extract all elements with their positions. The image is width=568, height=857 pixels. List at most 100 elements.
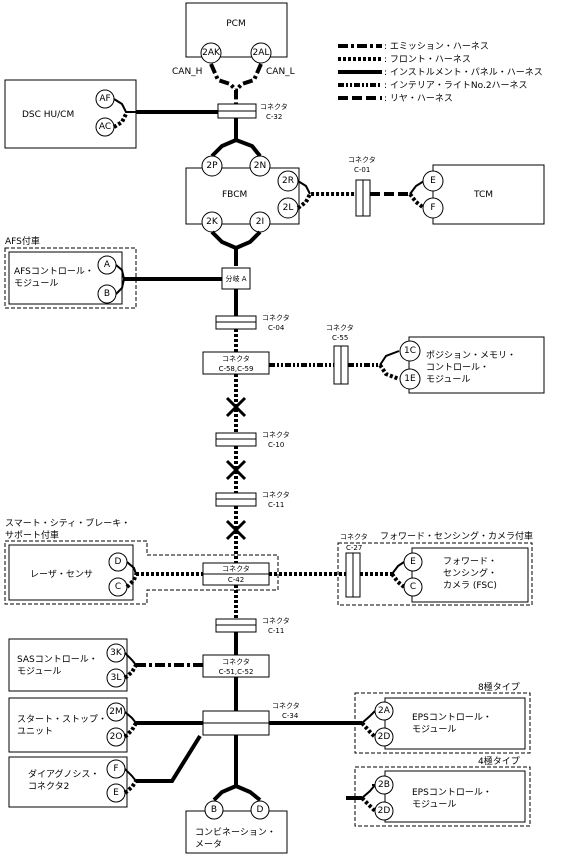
pcm-label: PCM xyxy=(226,19,245,29)
combi-pin-b-label: B xyxy=(211,805,217,815)
pcm-pin-2ak-label: 2AK xyxy=(202,48,221,58)
position-pin-1e xyxy=(399,368,421,390)
tcm-pin-f xyxy=(422,197,444,219)
eps4-box xyxy=(384,770,526,823)
eps8-label-1: EPSコントロール・ xyxy=(412,713,492,723)
twist-marker-3 xyxy=(225,519,247,541)
laser-pin-d-label: D xyxy=(115,557,122,567)
sas-wire-3k xyxy=(124,652,137,666)
sas-pin-3l-label: 3L xyxy=(111,673,122,683)
fbcm-2l-wire xyxy=(296,192,356,210)
dsc-wire-b xyxy=(112,113,128,129)
start-stop-wire-2o xyxy=(123,722,138,739)
pcm-can-l-wire xyxy=(234,63,263,92)
fsc-pin-e-label: E xyxy=(410,557,416,567)
laser-wire-d xyxy=(126,561,137,575)
fbcm-2k-wire xyxy=(210,230,238,266)
laser-pin-c-label: C xyxy=(115,582,121,592)
eps4-pin-2b xyxy=(374,775,394,795)
start-stop-label-1: スタート・ストップ・ xyxy=(17,714,107,725)
connector-c04-title: コネクタ xyxy=(262,313,290,322)
fbcm-pin-2k-label: 2K xyxy=(206,217,219,227)
connector-c34-id: C-34 xyxy=(282,712,299,720)
tcm-pin-f-label: F xyxy=(430,203,435,213)
fbcm-label: FBCM xyxy=(222,190,247,200)
diagnosis-label-2: コネクタ2 xyxy=(28,781,69,792)
combination-meter-label-1: コンビネーション・ xyxy=(195,827,276,838)
fsc-pin-c-label: C xyxy=(410,582,416,592)
legend-rear-label: : リヤ・ハーネス xyxy=(384,93,453,104)
eps4-label-1: EPSコントロール・ xyxy=(412,788,492,798)
legend-instrument-label: : インストルメント・パネル・ハーネス xyxy=(384,67,543,78)
connector-c11-lower-title: コネクタ xyxy=(262,616,290,625)
diagnosis-pin-f-label: F xyxy=(113,764,118,774)
combi-pin-b xyxy=(204,800,224,820)
eps4-pin-2b-label: 2B xyxy=(378,780,390,790)
position-label-3: モジュール xyxy=(426,375,470,385)
fsc-pin-c xyxy=(403,577,423,597)
connector-c27-id: C-27 xyxy=(346,544,362,552)
afs-label-1: AFSコントロール・ xyxy=(14,267,94,277)
tcm-label: TCM xyxy=(473,190,493,200)
dsc-wire-a xyxy=(113,98,136,113)
start-stop-label-2: ユニット xyxy=(17,727,53,737)
connector-c42-id: C-42 xyxy=(228,576,244,584)
combi-pin-d xyxy=(250,800,270,820)
connector-c58-title: コネクタ xyxy=(222,354,250,363)
connector-c34-title: コネクタ xyxy=(272,701,300,710)
fsc-label-2: センシング・ xyxy=(443,567,497,579)
dsc-pin-ac-label: AC xyxy=(99,122,111,132)
connector-c11-upper-id: C-11 xyxy=(268,501,284,509)
afs-option-frame xyxy=(4,247,137,309)
eps8-pin-2a xyxy=(374,701,394,721)
sas-box xyxy=(8,638,128,692)
eps4-pin-2d-label: 2D xyxy=(378,806,391,816)
eps4-pin-2d xyxy=(374,801,394,821)
eps8-pin-2a-label: 2A xyxy=(378,706,391,716)
connector-c32-id: C-32 xyxy=(266,113,282,121)
afs-wire-b xyxy=(115,278,125,295)
diagnosis-pin-e-label: E xyxy=(113,788,119,798)
fbcm-pin-2p xyxy=(201,155,223,177)
sas-label-2: モジュール xyxy=(17,667,61,677)
connector-c55-id: C-55 xyxy=(332,334,348,342)
fsc-option-connector-label: コネクタ xyxy=(340,532,368,541)
connector-c11-lower-id: C-11 xyxy=(268,627,284,635)
fbcm-2i-wire xyxy=(235,230,262,250)
afs-option-label: AFS付車 xyxy=(5,235,40,247)
connector-c42-title: コネクタ xyxy=(222,564,250,573)
combi-pin-d-label: D xyxy=(257,805,264,815)
tcm-pin-e xyxy=(422,170,444,192)
connector-c51-id: C-51,C-52 xyxy=(219,668,254,676)
twist-marker-1 xyxy=(225,396,247,418)
tcm-box xyxy=(432,164,545,225)
scbs-option-label-1: スマート・シティ・ブレーキ・ xyxy=(5,517,130,529)
fbcm-pin-2n-label: 2N xyxy=(254,161,266,171)
start-stop-box xyxy=(8,697,128,753)
fsc-wire-c xyxy=(390,572,406,589)
fsc-box xyxy=(411,547,529,603)
c34-to-combi-b-wire xyxy=(212,735,238,802)
connector-c58-id: C-58,C-59 xyxy=(219,365,254,373)
position-label-2: コントロール・ xyxy=(426,363,489,373)
combination-meter-label-2: メータ xyxy=(195,839,222,850)
fbcm-2r-wire xyxy=(297,180,311,195)
legend-front-label: : フロント・ハーネス xyxy=(384,54,471,65)
fbcm-pin-2p-label: 2P xyxy=(206,161,218,171)
tcm-wire-e xyxy=(409,180,425,195)
eps4-wire-2b-bend xyxy=(361,784,376,799)
fsc-wire-e xyxy=(391,561,405,575)
c34-to-combi-d-wire xyxy=(235,784,262,802)
combination-meter-box xyxy=(185,810,288,854)
pcm-pin-2al xyxy=(250,42,272,64)
dsc-pin-af-label: AF xyxy=(99,94,110,104)
position-pin-1e-label: 1E xyxy=(404,374,416,384)
junction-a-label: 分岐 A xyxy=(225,274,246,283)
connector-c10-title: コネクタ xyxy=(262,430,290,439)
fbcm-pin-2i-label: 2I xyxy=(256,217,264,227)
eps8-box xyxy=(384,697,526,750)
connector-c04-id: C-04 xyxy=(268,324,285,332)
can-h-label: CAN_H xyxy=(172,67,202,77)
legend: : エミッション・ハーネス : フロント・ハーネス : インストルメント・パネル… xyxy=(338,41,543,104)
fbcm-pin-2n xyxy=(249,155,271,177)
